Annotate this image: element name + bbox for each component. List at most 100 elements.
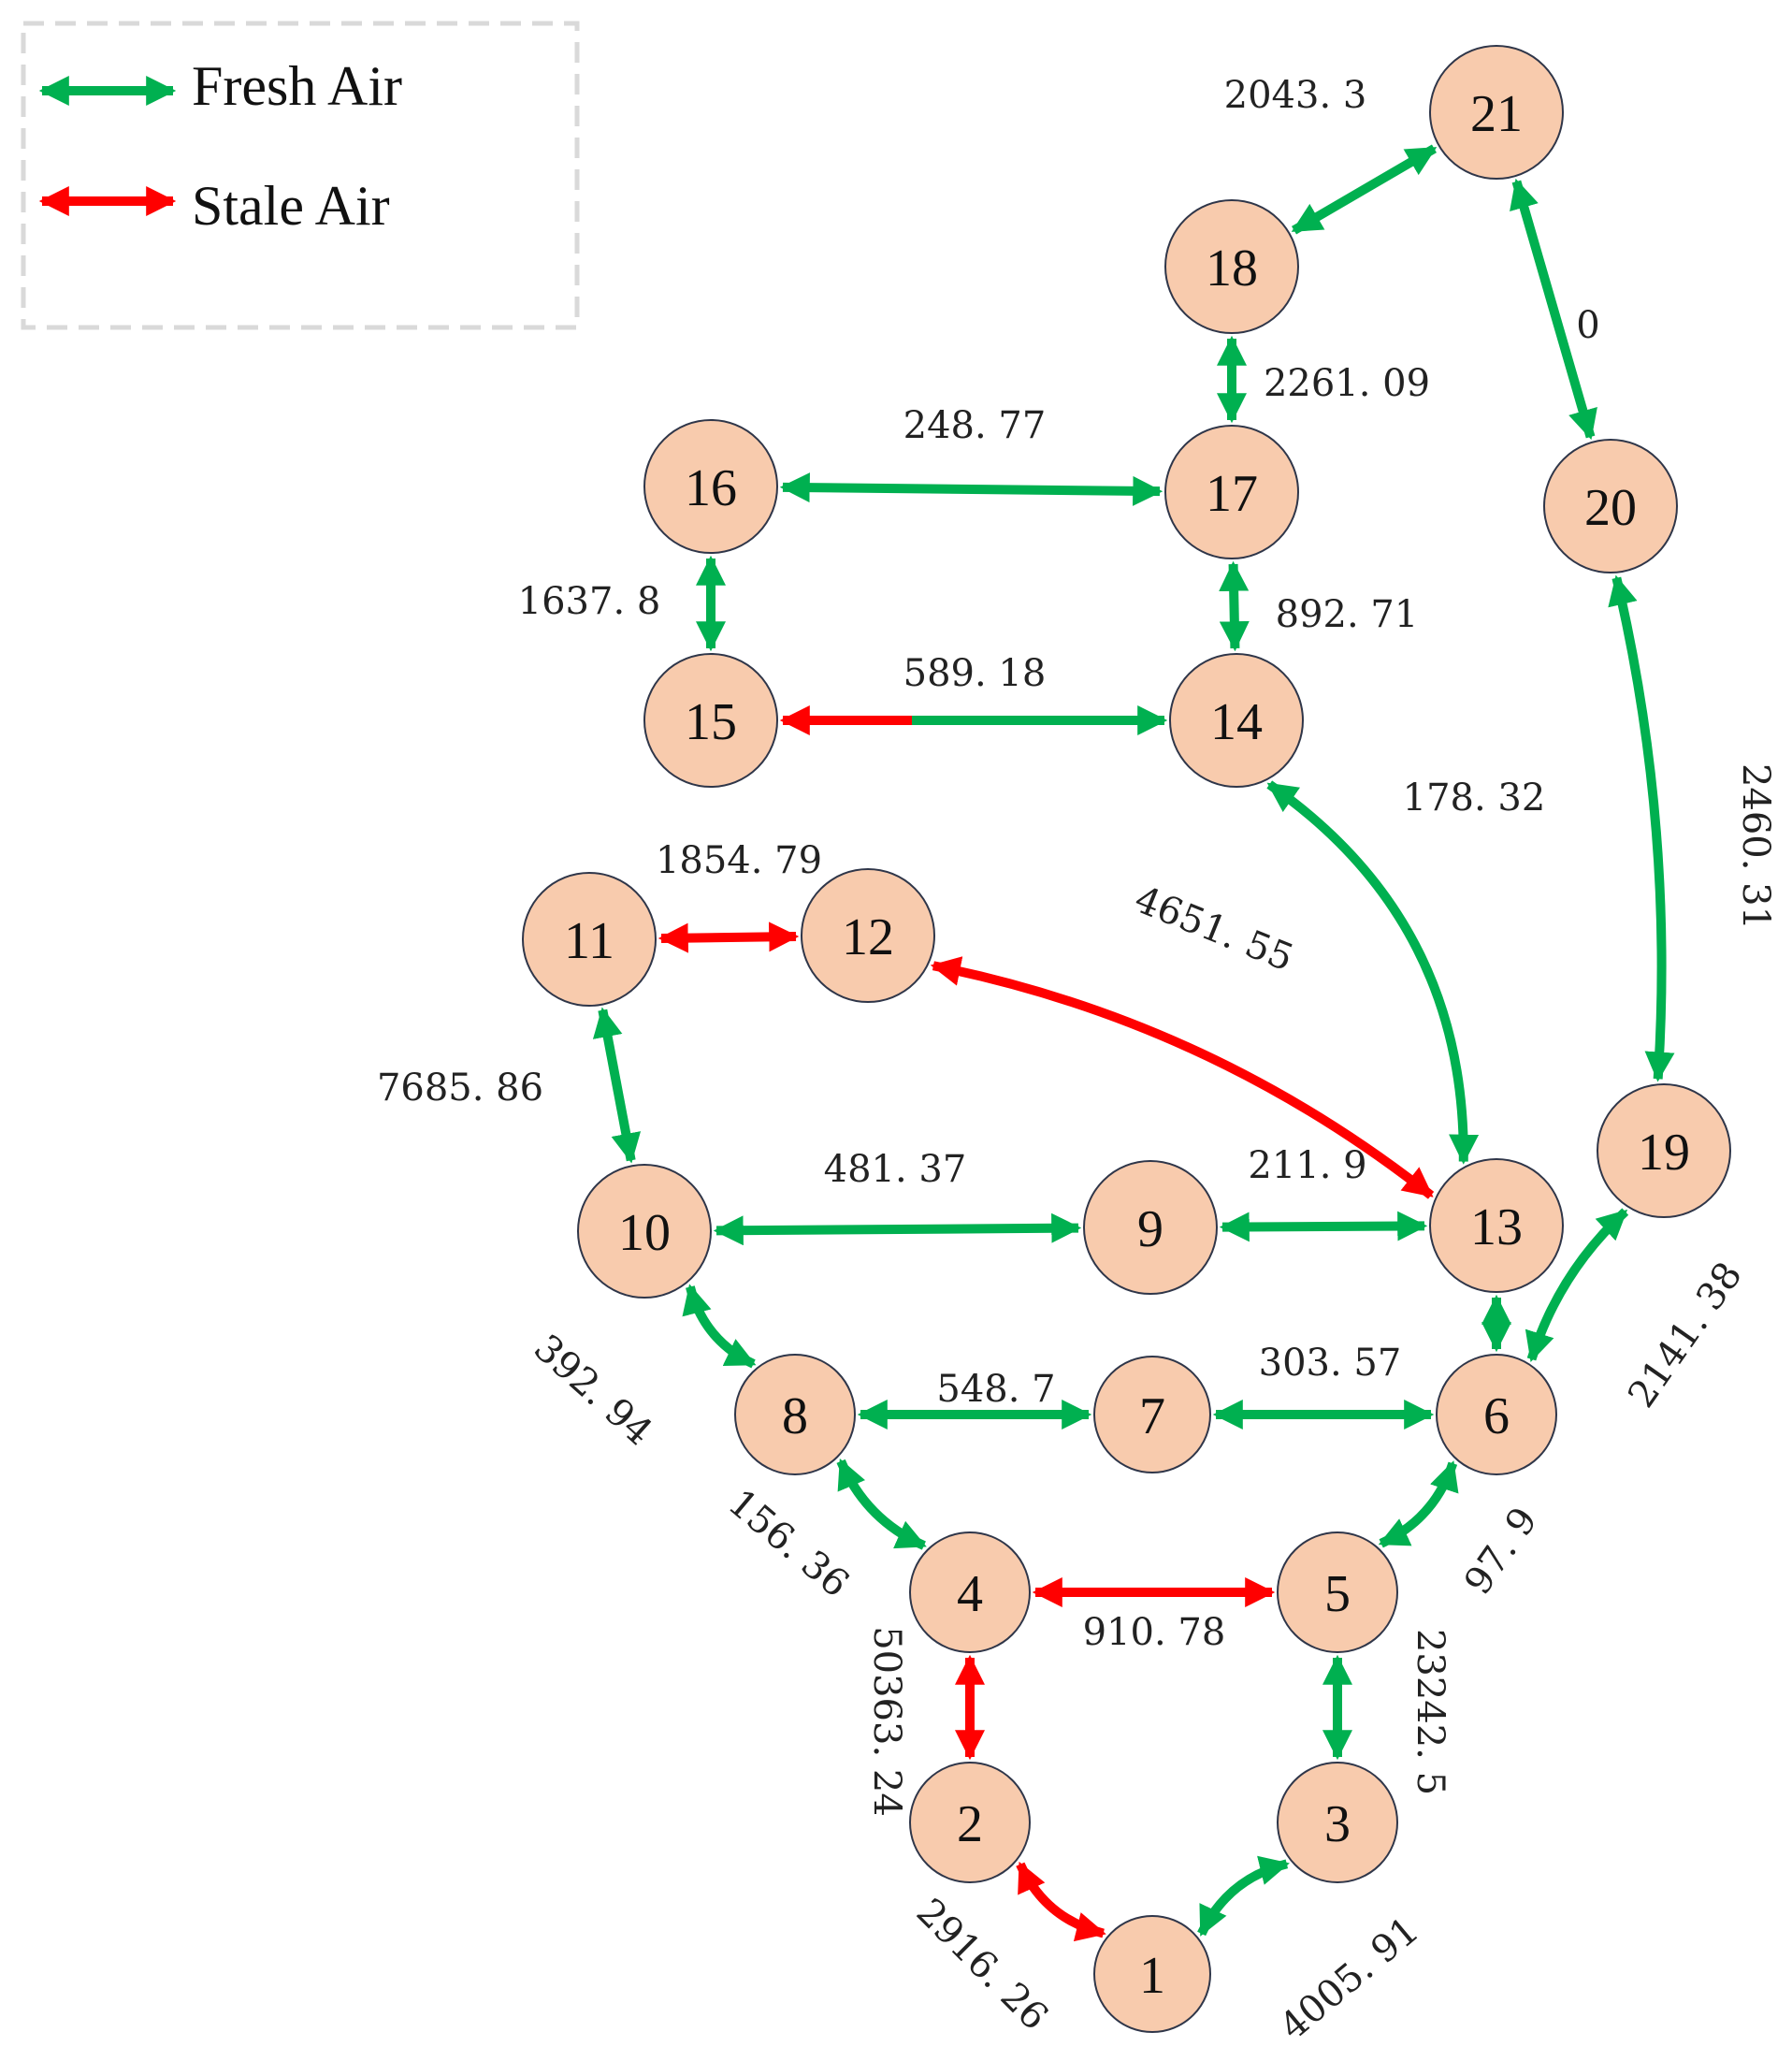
edge-label-8-7: 548. 7: [936, 1368, 1055, 1411]
node-1: 1: [1093, 1915, 1211, 2033]
node-label: 1: [1139, 1947, 1165, 2005]
legend-fresh-label: Fresh Air: [192, 55, 402, 117]
edge-16-17: [779, 472, 1163, 506]
fresh-air-arrow: [779, 472, 1163, 506]
edge-21-18: [1291, 144, 1438, 235]
node-label: 5: [1324, 1565, 1351, 1623]
node-label: 6: [1483, 1387, 1510, 1445]
node-circle: [1277, 1762, 1398, 1883]
edge-label-4-5: 910. 78: [1083, 1611, 1226, 1654]
node-label: 9: [1137, 1200, 1163, 1258]
node-circle: [522, 872, 657, 1007]
node-circle: [1543, 439, 1678, 573]
edge-20-19: [1608, 574, 1675, 1082]
legend-fresh-air: Fresh Air: [38, 55, 402, 117]
edge-10-9: [713, 1212, 1082, 1246]
node-8: 8: [734, 1354, 856, 1475]
node-15: 15: [643, 653, 778, 788]
edge-label-16-17: 248. 77: [903, 404, 1047, 447]
fresh-air-arrow: [1266, 780, 1480, 1165]
edge-label-10-8: 392. 94: [526, 1327, 660, 1454]
edge-10-8: [682, 1284, 757, 1369]
fresh-air-arrow: [1219, 560, 1250, 652]
edge-label-12-13: 4651. 55: [1129, 878, 1299, 980]
edge-11-12: [658, 922, 800, 953]
edge-14-13: [1266, 780, 1480, 1165]
node-9: 9: [1083, 1160, 1218, 1295]
fresh-air-arrow: [682, 1284, 757, 1369]
node-circle: [1169, 653, 1304, 788]
fresh-air-arrow: [713, 1212, 1082, 1246]
node-label: 3: [1324, 1795, 1351, 1853]
edge-label-6-5: 97. 9: [1456, 1500, 1546, 1603]
node-label: 7: [1139, 1387, 1165, 1445]
stale-air-arrow: [930, 956, 1435, 1199]
edge-label-11-10: 7685. 86: [377, 1067, 543, 1110]
legend: Fresh Air Stale Air: [21, 21, 580, 330]
stale-air-arrow: [658, 922, 800, 953]
node-21: 21: [1429, 45, 1564, 180]
edge-label-4-2: 50363. 24: [865, 1626, 908, 1817]
edge-label-5-3: 23242. 5: [1409, 1629, 1452, 1795]
node-circle: [1436, 1354, 1557, 1475]
edge-label-3-1: 4005. 91: [1272, 1909, 1427, 2049]
legend-stale-air: Stale Air: [38, 175, 390, 237]
node-14: 14: [1169, 653, 1304, 788]
edge-6-5: [1378, 1460, 1459, 1548]
node-2: 2: [909, 1762, 1031, 1883]
edge-8-4: [836, 1458, 927, 1550]
edge-21-20: [1510, 178, 1597, 441]
edge-3-1: [1197, 1855, 1290, 1937]
node-label: 10: [618, 1204, 671, 1262]
node-circle: [1597, 1083, 1731, 1218]
node-11: 11: [522, 872, 657, 1007]
node-label: 2: [957, 1795, 983, 1853]
node-label: 13: [1470, 1198, 1523, 1256]
node-circle: [801, 868, 935, 1003]
fresh-air-arrow: [1378, 1460, 1459, 1548]
node-circle: [643, 419, 778, 554]
node-label: 15: [685, 693, 737, 751]
edge-17-14: [1219, 560, 1250, 652]
node-7: 7: [1093, 1356, 1211, 1473]
edge-19-6: [1525, 1208, 1629, 1362]
node-circle: [577, 1164, 712, 1299]
edge-label-21-20: 0: [1576, 304, 1599, 347]
fresh-air-arrow: [592, 1007, 642, 1164]
node-label: 12: [842, 908, 894, 966]
legend-stale-label: Stale Air: [192, 175, 390, 237]
fresh-air-arrow: [1291, 144, 1438, 235]
node-circle: [909, 1762, 1031, 1883]
fresh-air-arrow: [1608, 574, 1675, 1082]
edge-11-10: [592, 1007, 642, 1164]
node-3: 3: [1277, 1762, 1398, 1883]
edge-label-21-18: 2043. 3: [1224, 74, 1367, 117]
node-label: 16: [685, 459, 737, 517]
node-circle: [643, 653, 778, 788]
node-circle: [909, 1531, 1031, 1653]
node-10: 10: [577, 1164, 712, 1299]
node-20: 20: [1543, 439, 1678, 573]
edge-label-10-9: 481. 37: [824, 1148, 967, 1191]
node-13: 13: [1429, 1158, 1564, 1293]
node-circle: [1093, 1356, 1211, 1473]
node-5: 5: [1277, 1531, 1398, 1653]
edge-label-7-6: 303. 57: [1259, 1342, 1402, 1385]
fresh-air-arrow: [1197, 1855, 1290, 1937]
edge-2-1: [1016, 1861, 1106, 1942]
node-circle: [1093, 1915, 1211, 2033]
edges-layer: [592, 144, 1675, 1942]
edge-label-19-6: 2141. 38: [1620, 1255, 1751, 1415]
node-label: 19: [1638, 1124, 1690, 1182]
edge-label-14-13: 178. 32: [1403, 777, 1546, 820]
edge-label-2-1: 2916. 26: [908, 1891, 1056, 2039]
node-circle: [1083, 1160, 1218, 1295]
node-19: 19: [1597, 1083, 1731, 1218]
node-label: 18: [1206, 239, 1258, 298]
edge-label-16-15: 1637. 8: [518, 580, 661, 623]
edge-12-13: [930, 956, 1435, 1199]
fresh-air-arrow: [1510, 178, 1597, 441]
fresh-air-arrow: [1525, 1208, 1629, 1362]
